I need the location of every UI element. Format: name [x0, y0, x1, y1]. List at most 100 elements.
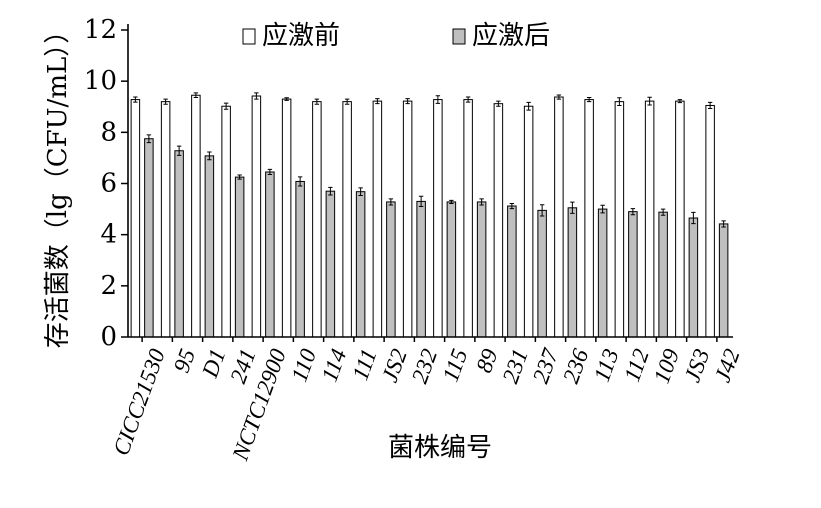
bar-before-231 [493, 103, 504, 338]
x-tick-label: 237 [528, 344, 564, 386]
error-bar-before-231 [496, 100, 501, 107]
bar-after-CICC21530 [144, 138, 154, 338]
error-bar-before-114 [314, 98, 320, 105]
y-tick-label: 0 [100, 322, 117, 352]
error-bar-after-JS2 [388, 198, 394, 206]
bar-before-241 [221, 105, 231, 338]
bar-before-JS3 [675, 100, 685, 338]
y-tick-label: 2 [100, 271, 117, 301]
x-tick-label: 89 [471, 345, 503, 376]
bar-before-89 [463, 99, 473, 338]
bar-before-113 [584, 99, 594, 338]
error-bar-before-111 [344, 98, 350, 105]
bar-before-NCTC12900 [251, 95, 262, 338]
x-tick-label: 112 [619, 346, 654, 385]
error-bar-before-112 [617, 97, 622, 106]
bar-after-114 [325, 190, 336, 338]
bar-after-112 [628, 211, 638, 338]
x-tick-label: 113 [589, 346, 624, 385]
error-bar-after-114 [328, 186, 333, 196]
error-bar-after-D1 [207, 151, 212, 161]
x-tick-label: CICC21530 [108, 345, 170, 458]
error-bar-after-NCTC12900 [267, 168, 273, 176]
error-bar-before-236 [556, 94, 562, 100]
x-tick-label: J42 [710, 346, 745, 386]
bar-after-110 [295, 180, 305, 338]
bar-after-237 [537, 209, 547, 338]
x-tick-label: 115 [438, 346, 473, 385]
error-bar-before-115 [435, 95, 441, 104]
bar-before-112 [614, 101, 625, 338]
bar-before-95 [160, 101, 171, 338]
error-bar-after-109 [660, 208, 666, 216]
x-tick-label: 109 [649, 345, 684, 386]
bar-before-110 [281, 98, 292, 338]
legend-label-before: 应激前 [262, 21, 340, 51]
error-bar-after-110 [297, 176, 303, 187]
bar-after-113 [597, 208, 608, 338]
x-tick-label: 110 [286, 345, 321, 385]
y-tick-label: 8 [100, 117, 117, 147]
error-bar-after-236 [570, 201, 575, 214]
legend-swatch-after [452, 28, 466, 45]
legend: 应激前 应激后 [242, 21, 550, 51]
error-bar-before-232 [405, 98, 410, 105]
error-bar-after-95 [176, 145, 182, 156]
x-tick-label: JS2 [377, 346, 412, 386]
error-bar-before-D1 [193, 92, 199, 99]
x-tick-label: 111 [347, 346, 381, 384]
y-tick-label: 12 [84, 15, 117, 45]
y-axis-title: 存活菌数（lg（CFU/mL）） [43, 18, 73, 349]
bar-before-114 [312, 101, 322, 338]
error-bar-after-89 [479, 198, 484, 206]
bar-after-J42 [718, 223, 729, 338]
error-bar-after-113 [600, 204, 605, 214]
bar-after-D1 [204, 155, 215, 338]
error-bar-after-JS3 [691, 211, 696, 225]
bar-before-237 [523, 105, 534, 338]
bar-after-236 [567, 207, 578, 338]
error-bar-after-115 [449, 199, 454, 204]
bar-after-111 [355, 191, 366, 338]
error-bar-before-JS2 [375, 98, 380, 105]
y-tick-label: 4 [100, 220, 117, 250]
bar-after-JS3 [688, 217, 699, 338]
x-tick-label: 95 [169, 346, 200, 376]
bar-before-JS2 [372, 100, 383, 338]
bar-after-95 [174, 150, 184, 338]
bar-before-111 [342, 101, 352, 338]
y-tick-label: 6 [100, 169, 117, 199]
bar-after-241 [234, 176, 245, 338]
axes-layer [121, 24, 733, 342]
bar-before-232 [402, 100, 413, 338]
bar-before-D1 [191, 94, 201, 338]
bar-after-231 [507, 205, 517, 338]
y-tick-label: 10 [84, 66, 117, 96]
bar-before-115 [433, 99, 443, 338]
bar-after-115 [446, 201, 457, 338]
error-bar-after-111 [358, 187, 363, 197]
error-bar-before-CICC21530 [133, 96, 138, 103]
error-bar-before-237 [526, 101, 531, 111]
bar-after-232 [416, 200, 426, 338]
bar-after-NCTC12900 [265, 171, 275, 338]
bar-after-89 [476, 201, 487, 338]
error-bar-before-109 [647, 96, 652, 106]
error-bar-after-CICC21530 [146, 134, 152, 144]
bar-after-109 [658, 211, 668, 338]
error-bar-after-241 [237, 174, 242, 180]
bar-after-JS2 [386, 201, 396, 338]
error-bar-before-JS3 [677, 99, 683, 104]
error-bar-before-NCTC12900 [254, 92, 259, 100]
error-bar-before-89 [465, 96, 471, 103]
x-tick-label: 231 [498, 346, 533, 387]
error-bar-after-237 [539, 204, 545, 217]
error-bar-after-231 [509, 202, 515, 210]
error-bar-before-J42 [707, 101, 713, 110]
bar-before-236 [554, 96, 564, 338]
legend-swatch-before [242, 28, 256, 45]
bars-layer [130, 92, 729, 338]
x-tick-label: 232 [407, 346, 442, 387]
legend-label-after: 应激后 [472, 21, 550, 51]
